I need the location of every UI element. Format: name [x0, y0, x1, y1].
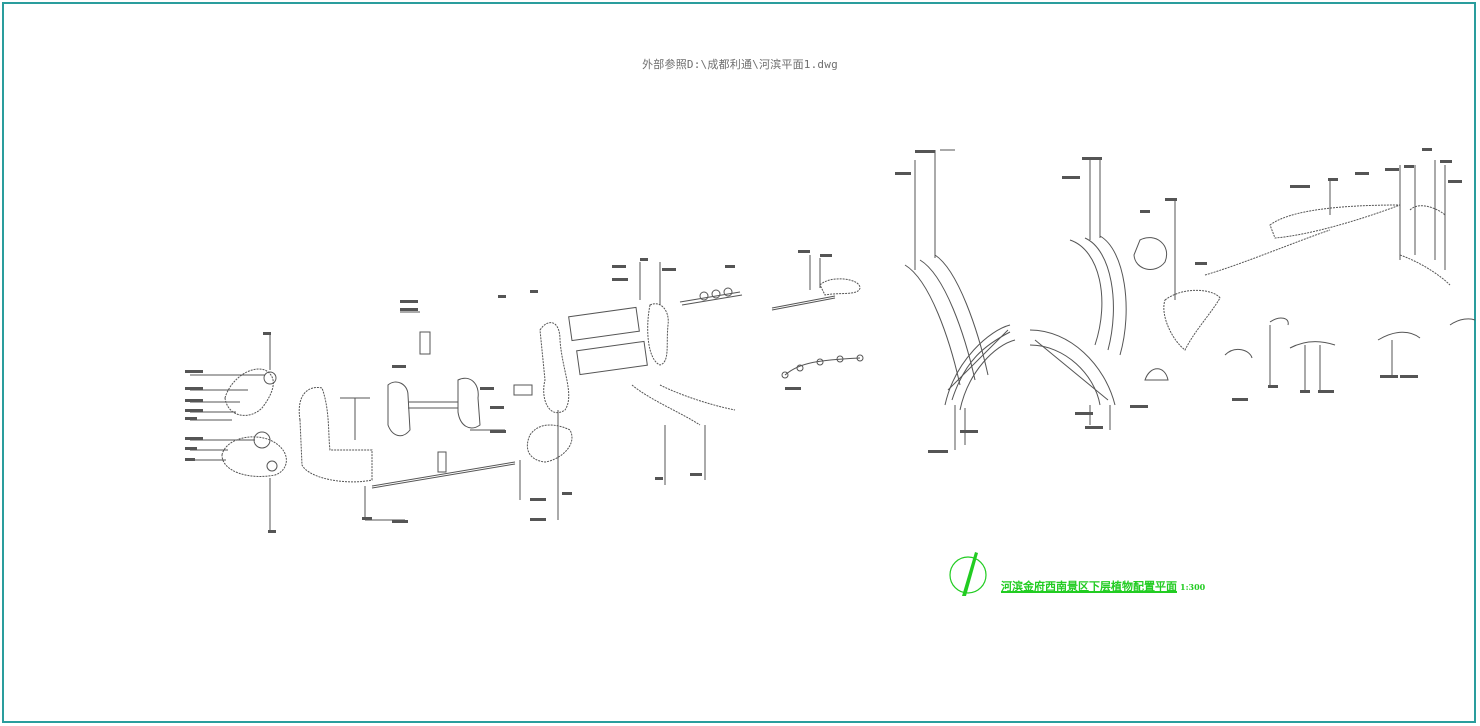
drawing-scale: 1:300 — [1180, 582, 1206, 592]
arch-structure-left — [904, 149, 1016, 450]
planting-bed-group-4 — [771, 255, 864, 379]
xref-path-label: 外部参照D:\成都利通\河滨平面1.dwg — [642, 58, 838, 71]
planting-bed-group-3 — [519, 262, 743, 520]
drawing-title-text: 河滨金府西南景区下层植物配置平面 — [1001, 580, 1177, 593]
callout-label-marks — [185, 148, 1462, 533]
planting-bed-group-2 — [298, 311, 533, 521]
planting-bed-group-1 — [190, 335, 287, 530]
planting-bed-group-5 — [1133, 160, 1476, 390]
arch-structure-right — [1029, 160, 1127, 430]
